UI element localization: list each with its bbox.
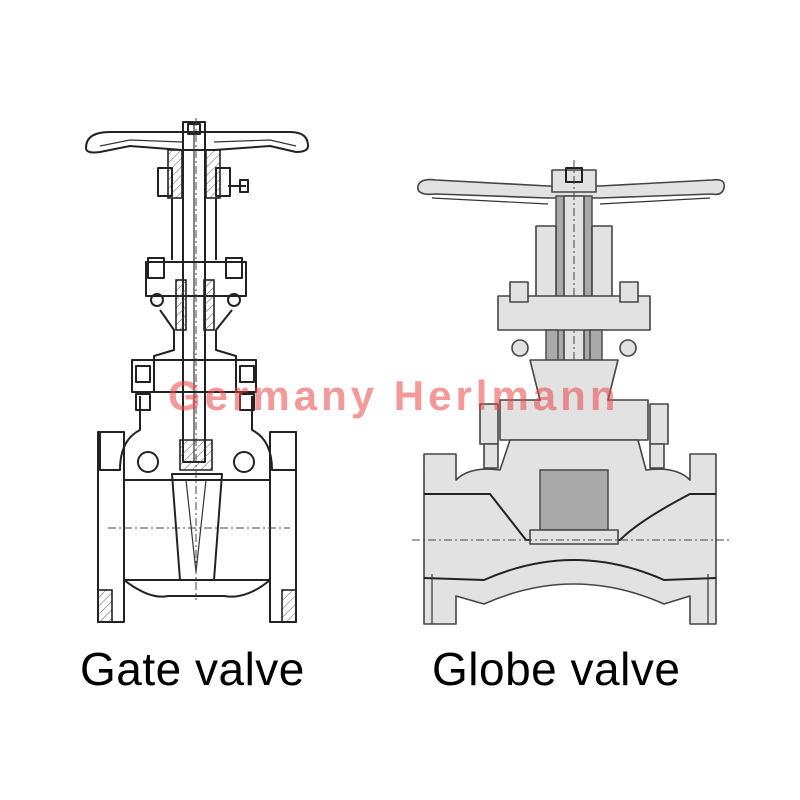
globe-handwheel xyxy=(417,167,726,205)
gate-valve-label: Gate valve xyxy=(80,643,305,695)
globe-body xyxy=(412,439,730,625)
globe-bonnet xyxy=(479,359,669,469)
gate-wedge xyxy=(171,439,223,581)
gate-handwheel xyxy=(85,131,309,154)
gate-bonnet xyxy=(131,309,257,411)
gate-yoke-nut xyxy=(157,149,249,199)
globe-yoke xyxy=(497,225,651,391)
watermark-text: Germany Herlmann xyxy=(168,372,620,419)
gate-valve-drawing xyxy=(85,118,309,623)
gate-body xyxy=(97,396,297,623)
globe-valve-label: Globe valve xyxy=(432,643,681,695)
gate-yoke xyxy=(145,198,247,331)
globe-valve-drawing xyxy=(412,160,730,625)
